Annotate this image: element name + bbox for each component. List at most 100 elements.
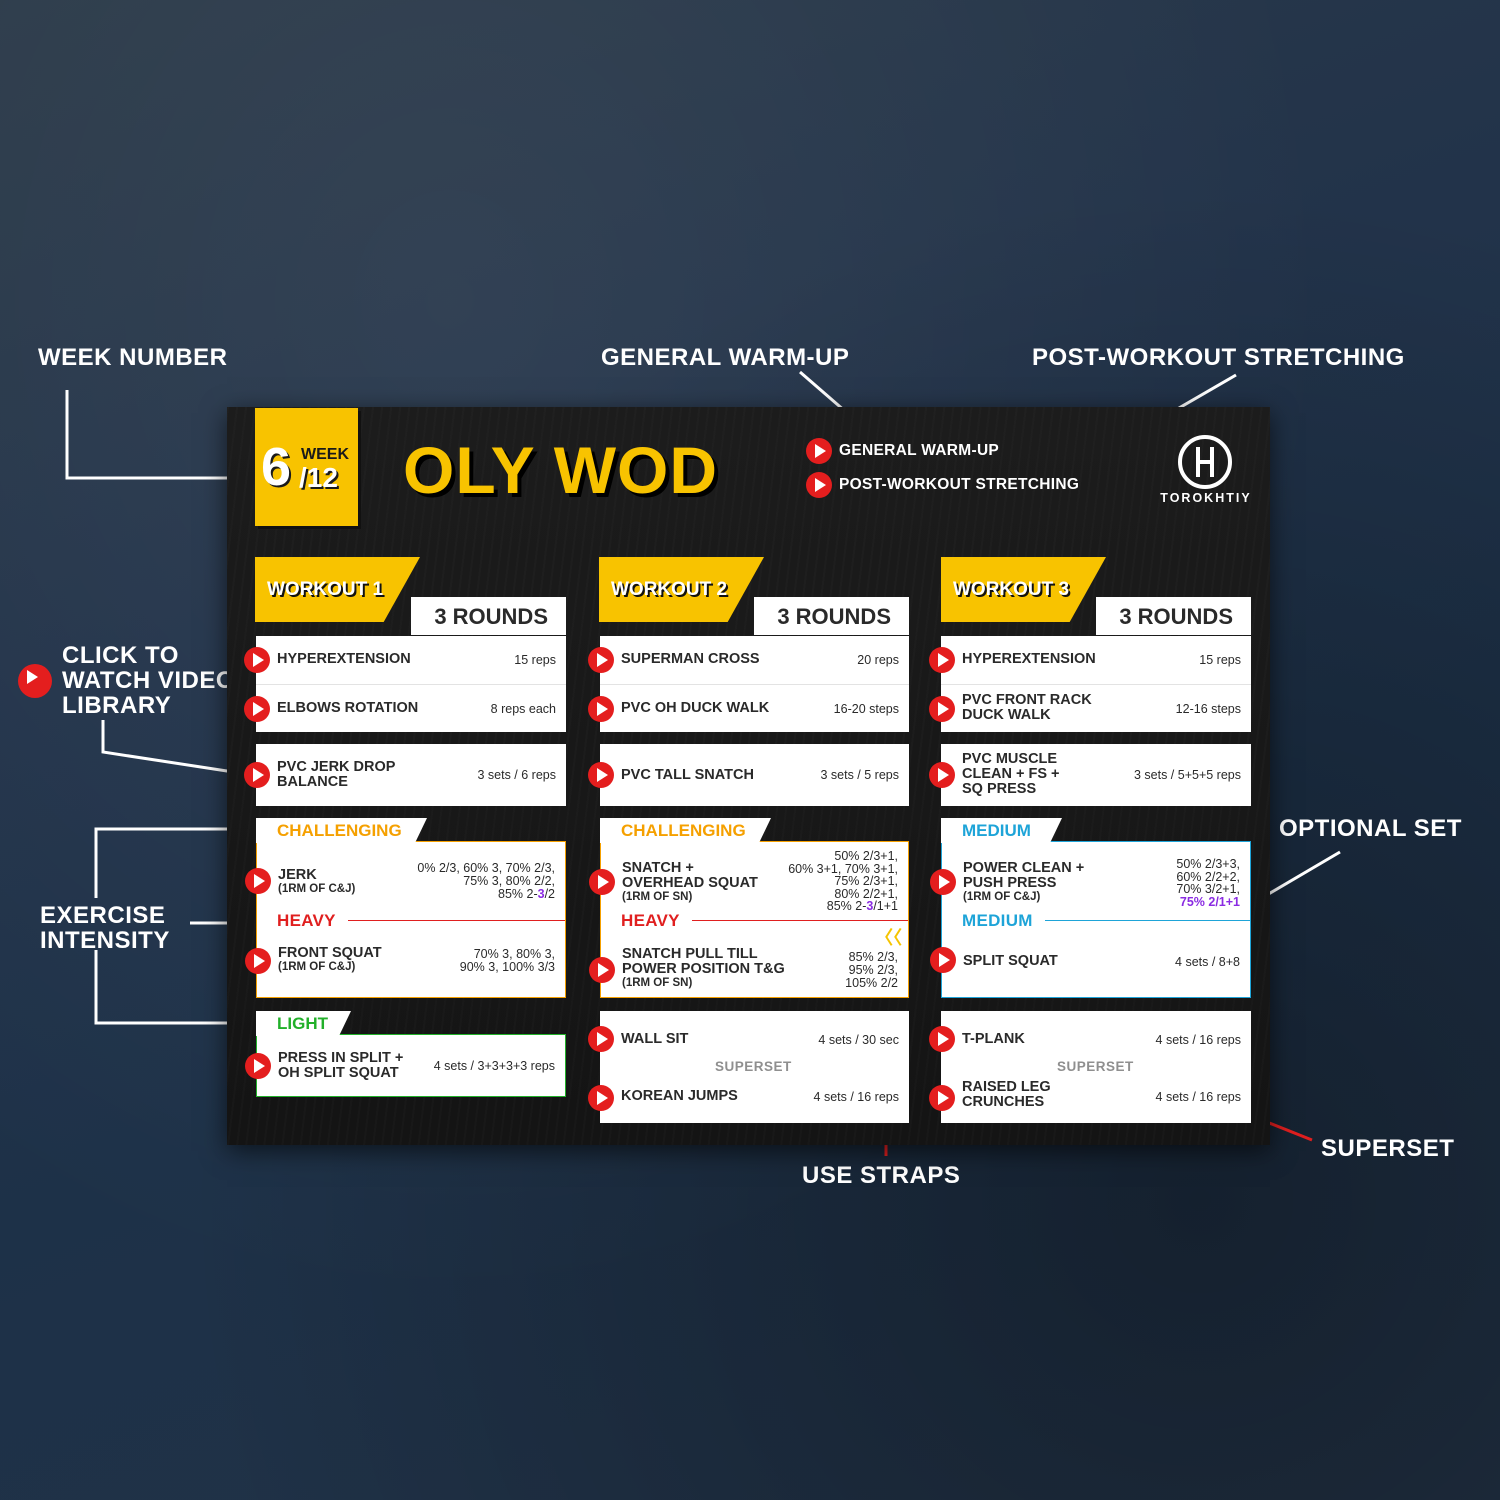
list-item[interactable]: PVC TALL SNATCH 3 sets / 5 reps (588, 744, 909, 806)
scheme-line: 60% 3+1, 70% 3+1, (788, 861, 898, 876)
list-item[interactable]: PVC FRONT RACK DUCK WALK 12-16 steps (929, 684, 1251, 732)
straps-icon: 〈〈 (875, 928, 902, 948)
play-icon[interactable] (806, 472, 832, 498)
scheme-line: 50% 2/3+1, (834, 849, 898, 863)
exercise-name: PVC JERK DROP BALANCE (277, 759, 396, 790)
list-item[interactable]: HYPEREXTENSION 15 reps (244, 636, 566, 684)
drill-card: PVC TALL SNATCH 3 sets / 5 reps (588, 744, 909, 806)
week-badge: 6 WEEK /12 (255, 408, 358, 526)
divider (600, 684, 909, 685)
main-lift-card: JERK (1RM OF C&J) 0% 2/3, 60% 3, 70% 2/3… (245, 841, 566, 998)
exercise-reps: 3 sets / 5 reps (820, 768, 899, 782)
list-item[interactable]: JERK (1RM OF C&J) 0% 2/3, 60% 3, 70% 2/3… (245, 842, 565, 920)
exercise-name: RAISED LEG CRUNCHES (962, 1079, 1051, 1110)
play-icon[interactable] (245, 1053, 271, 1079)
list-item[interactable]: WALL SIT 4 sets / 30 sec (588, 1011, 909, 1063)
list-item[interactable]: SNATCH + OVERHEAD SQUAT (1RM OF SN) 50% … (589, 842, 908, 920)
exercise-name: SNATCH PULL TILL POWER POSITION T&G (1RM… (622, 947, 802, 990)
list-item[interactable]: RAISED LEG CRUNCHES 4 sets / 16 reps (929, 1077, 1251, 1123)
scheme-line: 75% 3, 80% 2/2, (463, 874, 555, 888)
scheme-line: 85% 2-3/2 (417, 888, 555, 901)
list-item[interactable]: PRESS IN SPLIT + OH SPLIT SQUAT 4 sets /… (245, 1035, 565, 1097)
play-icon[interactable] (244, 696, 270, 722)
play-icon[interactable] (18, 664, 52, 698)
exercise-reps: 4 sets / 16 reps (813, 1090, 899, 1104)
exercise-subtitle: (1RM OF C&J) (963, 891, 1041, 903)
play-icon[interactable] (588, 696, 614, 722)
general-warmup-label: GENERAL WARM-UP (839, 442, 1000, 459)
exercise-title: POWER CLEAN + PUSH PRESS (963, 860, 1085, 891)
exercise-subtitle: (1RM OF C&J) (278, 883, 356, 895)
intensity-heavy-label: HEAVY (621, 911, 680, 930)
accessory-card: PRESS IN SPLIT + OH SPLIT SQUAT 4 sets /… (245, 1034, 566, 1097)
intensity-challenging-badge: CHALLENGING (256, 818, 427, 843)
list-item[interactable]: PVC MUSCLE CLEAN + FS + SQ PRESS 3 sets … (929, 744, 1251, 806)
intensity-heavy-label: HEAVY (277, 911, 336, 930)
scheme-line: 105% 2/2 (845, 976, 898, 990)
optional-set-arrow (1258, 850, 1341, 901)
scheme-line: 75% 2/3+1, (834, 874, 898, 888)
scheme-text: /1+1 (873, 899, 898, 913)
set-scheme: 85% 2/3, 95% 2/3, 105% 2/2 (845, 951, 898, 990)
exercise-subtitle: (1RM OF C&J) (278, 961, 356, 973)
list-item[interactable]: HYPEREXTENSION 15 reps (929, 636, 1251, 684)
post-workout-label: POST-WORKOUT STRETCHING (839, 476, 1080, 493)
intensity-medium-badge: MEDIUM (941, 818, 1062, 843)
list-item[interactable]: KOREAN JUMPS 4 sets / 16 reps (588, 1077, 909, 1123)
video-library-arrow (101, 720, 242, 777)
play-icon[interactable] (806, 438, 832, 464)
annotation-optional-set: OPTIONAL SET (1279, 815, 1462, 842)
week-number-arrow (65, 390, 252, 483)
rounds-label: 3 ROUNDS (754, 597, 909, 635)
workout-label: WORKOUT 2 (611, 579, 728, 600)
play-icon[interactable] (929, 1026, 955, 1052)
play-icon[interactable] (929, 696, 955, 722)
play-icon[interactable] (930, 947, 956, 973)
play-icon[interactable] (929, 762, 955, 788)
exercise-reps: 8 reps each (490, 702, 556, 716)
play-icon[interactable] (588, 762, 614, 788)
main-lift-card: SNATCH + OVERHEAD SQUAT (1RM OF SN) 50% … (589, 841, 909, 999)
play-icon[interactable] (244, 762, 270, 788)
general-warmup-link[interactable]: GENERAL WARM-UP (806, 438, 999, 464)
list-item[interactable]: T-PLANK 4 sets / 16 reps (929, 1011, 1251, 1063)
exercise-reps: 4 sets / 30 sec (818, 1033, 899, 1047)
brand-name: TOROKHTIY (1160, 491, 1252, 505)
play-icon[interactable] (588, 647, 614, 673)
play-icon[interactable] (589, 869, 615, 895)
rounds-label: 3 ROUNDS (1096, 597, 1251, 635)
exercise-name: PVC MUSCLE CLEAN + FS + SQ PRESS (962, 751, 1060, 797)
play-icon[interactable] (929, 1085, 955, 1111)
scheme-line: 95% 2/3, (848, 963, 898, 977)
play-icon[interactable] (588, 1026, 614, 1052)
exercise-reps: 12-16 steps (1175, 702, 1241, 716)
workout-label: WORKOUT 3 (953, 579, 1070, 600)
warmup-card: SUPERMAN CROSS 20 reps PVC OH DUCK WALK … (588, 636, 909, 732)
play-icon[interactable] (588, 1085, 614, 1111)
exercise-name: HYPEREXTENSION (962, 651, 1096, 667)
list-item[interactable]: PVC JERK DROP BALANCE 3 sets / 6 reps (244, 744, 566, 806)
list-item[interactable]: SNATCH PULL TILL POWER POSITION T&G (1RM… (589, 937, 908, 999)
list-item[interactable]: SUPERMAN CROSS 20 reps (588, 636, 909, 684)
play-icon[interactable] (245, 948, 271, 974)
list-item[interactable]: SPLIT SQUAT 4 sets / 8+8 (930, 937, 1250, 999)
post-workout-link[interactable]: POST-WORKOUT STRETCHING (806, 472, 1079, 498)
play-icon[interactable] (245, 868, 271, 894)
play-icon[interactable] (930, 869, 956, 895)
superset-card: WALL SIT 4 sets / 30 sec SUPERSET KOREAN… (588, 1011, 909, 1123)
play-icon[interactable] (244, 647, 270, 673)
optional-set-value: 3 (537, 887, 545, 901)
play-icon[interactable] (929, 647, 955, 673)
scheme-line: 85% 2-3/1+1 (788, 900, 898, 913)
scheme-line: 80% 2/2+1, (834, 886, 898, 901)
list-item[interactable]: FRONT SQUAT (1RM OF C&J) 70% 3, 80% 3, 9… (245, 930, 565, 998)
play-icon[interactable] (589, 957, 615, 983)
exercise-name: T-PLANK (962, 1031, 1025, 1047)
list-item[interactable]: ELBOWS ROTATION 8 reps each (244, 684, 566, 732)
list-item[interactable]: PVC OH DUCK WALK 16-20 steps (588, 684, 909, 732)
list-item[interactable]: POWER CLEAN + PUSH PRESS (1RM OF C&J) 50… (930, 842, 1250, 920)
set-scheme: 50% 2/3+1, 60% 3+1, 70% 3+1, 75% 2/3+1, … (788, 850, 898, 913)
exercise-name: WALL SIT (621, 1031, 689, 1047)
exercise-reps: 4 sets / 16 reps (1155, 1033, 1241, 1047)
heavy-divider (692, 920, 908, 921)
